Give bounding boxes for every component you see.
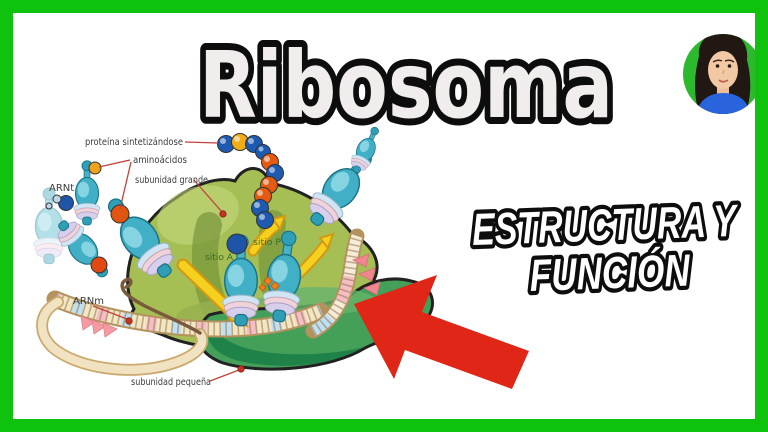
mrna-pink-flags [80, 315, 118, 338]
mrna-loop [42, 277, 202, 369]
mrna-rope-end [120, 277, 202, 335]
label-mrna: ARNm [73, 296, 104, 307]
subtitle-line-1: ESTRUCTURA Y [471, 195, 740, 255]
red-pointer-arrow [354, 275, 529, 389]
ribosome-diagram: proteína sintetizándose aminoácidos ARNt… [33, 122, 434, 388]
label-trna: ARNt [49, 183, 74, 194]
avatar-face [708, 51, 738, 89]
avatar-shirt [696, 93, 750, 114]
label-large-subunit: subunidad grande [135, 175, 208, 186]
protein-bead-chain [217, 133, 284, 229]
subtitle-line-2: FUNCIÓN [529, 244, 692, 301]
page-title: Ribosoma [199, 32, 613, 139]
label-protein-chain: proteína sintetizándose [85, 137, 183, 148]
peptide-bond-sparks [258, 276, 280, 292]
label-small-subunit: subunidad pequeña [131, 377, 211, 388]
thumbnail-canvas: proteína sintetizándose aminoácidos ARNt… [33, 25, 755, 389]
release-arrows [352, 253, 381, 296]
label-site-a: sitio A [205, 253, 234, 263]
label-amino-acids: aminoácidos [133, 155, 187, 166]
subtitle: ESTRUCTURA Y FUNCIÓN [467, 190, 744, 305]
channel-avatar [683, 34, 755, 114]
label-leader-lines [92, 141, 245, 382]
label-site-p: sitio P [253, 238, 282, 248]
amino-acid-beads [45, 161, 248, 274]
